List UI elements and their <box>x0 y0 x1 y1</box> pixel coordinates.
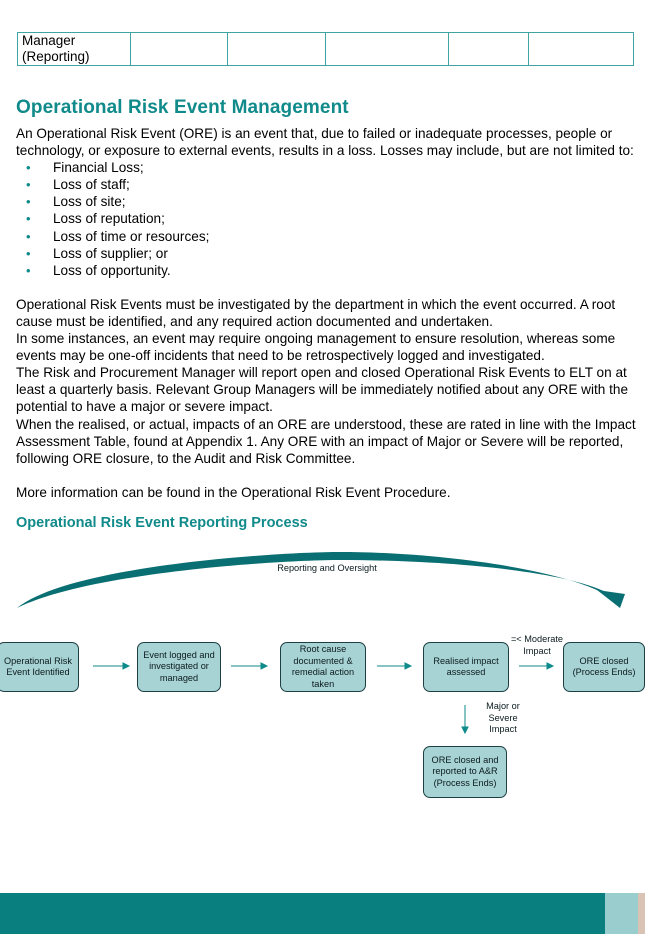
list-item-text: Loss of opportunity. <box>53 262 171 278</box>
section-body: An Operational Risk Event (ORE) is an ev… <box>16 125 636 501</box>
list-item-text: Loss of time or resources; <box>53 228 210 244</box>
list-item: • Loss of reputation; <box>16 210 636 227</box>
step-impact-assessed: Realised impact assessed <box>423 642 509 692</box>
paragraph-ongoing: In some instances, an event may require … <box>16 331 616 364</box>
table-cell-role: Manager (Reporting) <box>17 32 131 66</box>
intro-paragraph: An Operational Risk Event (ORE) is an ev… <box>16 126 634 159</box>
arrow-icon <box>404 662 413 670</box>
list-item-text: Loss of site; <box>53 194 126 210</box>
list-item-text: Loss of supplier; or <box>53 245 168 261</box>
paragraph-more-info: More information can be found in the Ope… <box>16 484 451 500</box>
major-impact-label: Major or Severe Impact <box>486 701 520 734</box>
process-connectors <box>17 552 625 735</box>
role-label: Manager (Reporting) <box>22 33 90 64</box>
process-diagram: Reporting and Oversight Operational Risk… <box>0 540 645 815</box>
bullet-icon: • <box>26 177 31 193</box>
bullet-icon: • <box>26 245 31 261</box>
bullet-icon: • <box>26 211 31 227</box>
list-item: • Loss of opportunity. <box>16 262 636 279</box>
step-root-cause: Root cause documented & remedial action … <box>280 642 366 692</box>
paragraph-impact: When the realised, or actual, impacts of… <box>16 416 636 466</box>
list-item: • Loss of time or resources; <box>16 228 636 245</box>
paragraph-investigation: Operational Risk Events must be investig… <box>16 296 616 329</box>
arrow-icon <box>461 726 469 735</box>
arrow-icon <box>260 662 269 670</box>
list-item: • Loss of staff; <box>16 176 636 193</box>
arrow-icon <box>546 662 555 670</box>
process-title: Operational Risk Event Reporting Process <box>16 515 308 531</box>
table-cell <box>528 32 634 66</box>
paragraph-reporting: The Risk and Procurement Manager will re… <box>16 365 629 415</box>
step-ore-reported: ORE closed and reported to A&R (Process … <box>423 746 507 798</box>
list-item: • Loss of supplier; or <box>16 245 636 262</box>
step-logged: Event logged and investigated or managed <box>137 642 221 692</box>
table-cell <box>227 32 326 66</box>
list-item-text: Financial Loss; <box>53 160 144 176</box>
bullet-icon: • <box>26 160 31 176</box>
table-cell <box>130 32 228 66</box>
footer-bar <box>0 893 605 934</box>
arrow-icon <box>122 662 131 670</box>
footer-accent-tan <box>638 893 645 934</box>
roles-table-fragment: Manager (Reporting) <box>17 32 634 66</box>
bullet-icon: • <box>26 194 31 210</box>
arc-label: Reporting and Oversight <box>277 563 377 573</box>
section-title: Operational Risk Event Management <box>16 97 349 118</box>
list-item-text: Loss of staff; <box>53 177 130 193</box>
moderate-impact-label: =< Moderate Impact <box>510 634 564 656</box>
list-item: • Financial Loss; <box>16 159 636 176</box>
arc-arrowhead-icon <box>597 590 625 608</box>
loss-list: • Financial Loss; • Loss of staff; • Loss o… <box>16 159 636 279</box>
oversight-arc <box>17 552 612 608</box>
footer-accent-light <box>605 893 638 934</box>
bullet-icon: • <box>26 228 31 244</box>
bullet-icon: • <box>26 262 31 278</box>
table-row: Manager (Reporting) <box>17 32 634 66</box>
table-cell <box>325 32 449 66</box>
step-ore-closed: ORE closed (Process Ends) <box>563 642 645 692</box>
table-cell <box>448 32 529 66</box>
step-identified: Operational Risk Event Identified <box>0 642 79 692</box>
list-item: • Loss of site; <box>16 193 636 210</box>
list-item-text: Loss of reputation; <box>53 211 165 227</box>
